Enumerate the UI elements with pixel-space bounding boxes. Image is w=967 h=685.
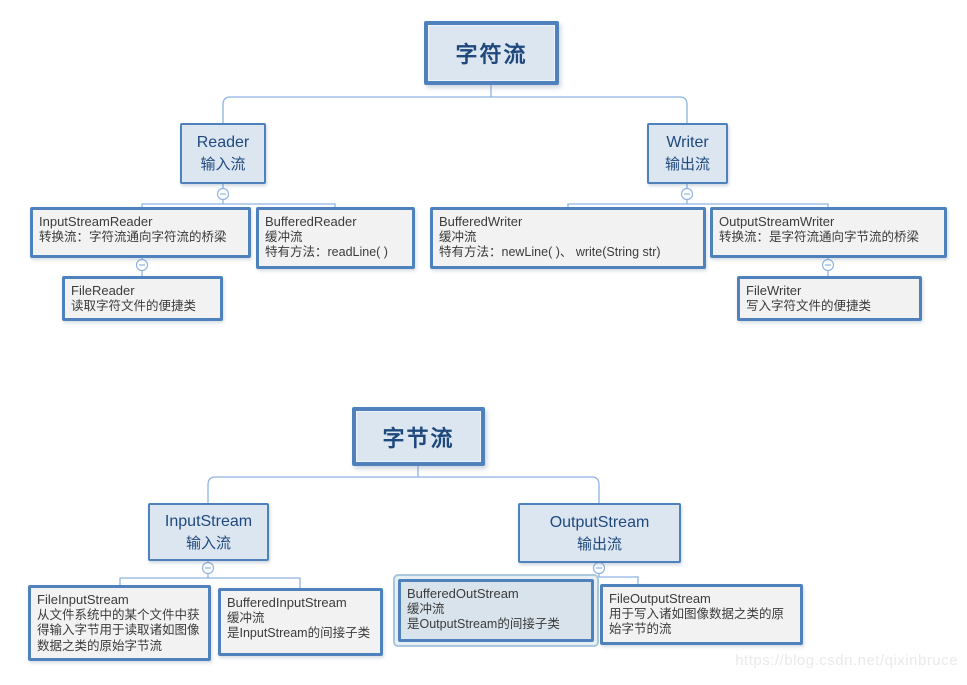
- collapse-toggle-icon[interactable]: [216, 187, 230, 201]
- node-file-input-stream[interactable]: FileInputStream 从文件系统中的某个文件中获得输入字节用于读取诸如…: [28, 585, 211, 661]
- node-title: 字符流: [455, 42, 528, 67]
- collapse-toggle-icon[interactable]: [592, 561, 606, 575]
- node-reader[interactable]: Reader 输入流: [180, 123, 266, 184]
- node-desc: 写入字符文件的便捷类: [746, 298, 872, 313]
- node-writer[interactable]: Writer 输出流: [647, 123, 728, 184]
- connector-line: [119, 577, 301, 588]
- node-desc: 缓冲流: [265, 229, 303, 244]
- node-title: InputStream: [164, 512, 253, 530]
- collapse-toggle-icon[interactable]: [201, 561, 215, 575]
- watermark-url: https://blog.csdn.net/qixinbruce: [735, 652, 958, 669]
- node-desc: 从文件系统中的某个文件中获得输入字节用于读取诸如图像数据之类的原始字节流: [37, 607, 200, 653]
- node-char-stream-root[interactable]: 字符流: [424, 21, 559, 85]
- node-desc: 转换流：字符流通向字符流的桥梁: [39, 229, 227, 244]
- node-desc: 缓冲流: [227, 610, 265, 625]
- node-title: OutputStream: [549, 513, 650, 531]
- collapse-toggle-icon[interactable]: [135, 258, 149, 272]
- node-file-writer[interactable]: FileWriter 写入字符文件的便捷类: [737, 276, 922, 321]
- node-desc: 是OutputStream的间接子类: [407, 617, 560, 631]
- node-desc: 读取字符文件的便捷类: [71, 298, 197, 313]
- node-label: 输入流: [185, 534, 231, 552]
- collapse-toggle-icon[interactable]: [680, 187, 694, 201]
- node-buffered-writer[interactable]: BufferedWriter 缓冲流 特有方法：newLine( )、 writ…: [430, 207, 706, 269]
- node-input-stream-reader[interactable]: InputStreamReader 转换流：字符流通向字符流的桥梁: [30, 207, 251, 258]
- node-desc: 用于写入诸如图像数据之类的原始字节的流: [609, 606, 785, 637]
- node-title: BufferedWriter: [439, 214, 523, 229]
- node-buffered-reader[interactable]: BufferedReader 缓冲流 特有方法：readLine( ): [256, 207, 415, 269]
- node-title: FileReader: [71, 283, 135, 298]
- node-desc: 转换流：是字符流通向字节流的桥梁: [719, 229, 920, 244]
- node-desc: 缓冲流: [439, 229, 477, 244]
- node-title: InputStreamReader: [39, 214, 153, 229]
- node-output-stream-writer[interactable]: OutputStreamWriter 转换流：是字符流通向字节流的桥梁: [710, 207, 947, 258]
- node-desc: 缓冲流: [407, 601, 445, 616]
- node-file-output-stream[interactable]: FileOutputStream 用于写入诸如图像数据之类的原始字节的流: [600, 584, 803, 645]
- node-buffered-input-stream[interactable]: BufferedInputStream 缓冲流 是InputStream的间接子…: [218, 588, 383, 656]
- collapse-toggle-icon[interactable]: [821, 258, 835, 272]
- node-desc: 特有方法：newLine( )、 write(String str): [439, 245, 661, 259]
- node-title: OutputStreamWriter: [719, 214, 835, 229]
- node-title: FileOutputStream: [609, 591, 711, 606]
- node-file-reader[interactable]: FileReader 读取字符文件的便捷类: [62, 276, 223, 321]
- node-title: 字节流: [382, 425, 455, 451]
- node-desc: 是InputStream的间接子类: [227, 626, 371, 640]
- node-byte-stream-root[interactable]: 字节流: [352, 407, 485, 466]
- node-title: BufferedInputStream: [227, 595, 347, 610]
- node-title: BufferedOutStream: [407, 586, 519, 601]
- node-label: 输入流: [200, 156, 246, 173]
- node-title: FileInputStream: [37, 592, 129, 607]
- node-title: Reader: [196, 134, 250, 151]
- connector-line: [567, 203, 829, 208]
- collapse-toggles: [135, 187, 835, 575]
- node-label: 输出流: [664, 156, 710, 173]
- connector-line: [207, 476, 600, 503]
- node-input-stream[interactable]: InputStream 输入流: [148, 503, 269, 561]
- node-label: 输出流: [576, 535, 622, 553]
- node-title: BufferedReader: [265, 214, 357, 229]
- node-desc: 特有方法：readLine( ): [265, 245, 388, 259]
- node-title: Writer: [666, 134, 709, 151]
- connector-line: [222, 96, 688, 123]
- selection-highlight: BufferedOutStream 缓冲流 是OutputStream的间接子类: [393, 574, 599, 647]
- connector-line: [141, 203, 336, 208]
- node-buffered-out-stream[interactable]: BufferedOutStream 缓冲流 是OutputStream的间接子类: [398, 579, 594, 642]
- node-output-stream[interactable]: OutputStream 输出流: [518, 503, 681, 563]
- node-title: FileWriter: [746, 283, 802, 298]
